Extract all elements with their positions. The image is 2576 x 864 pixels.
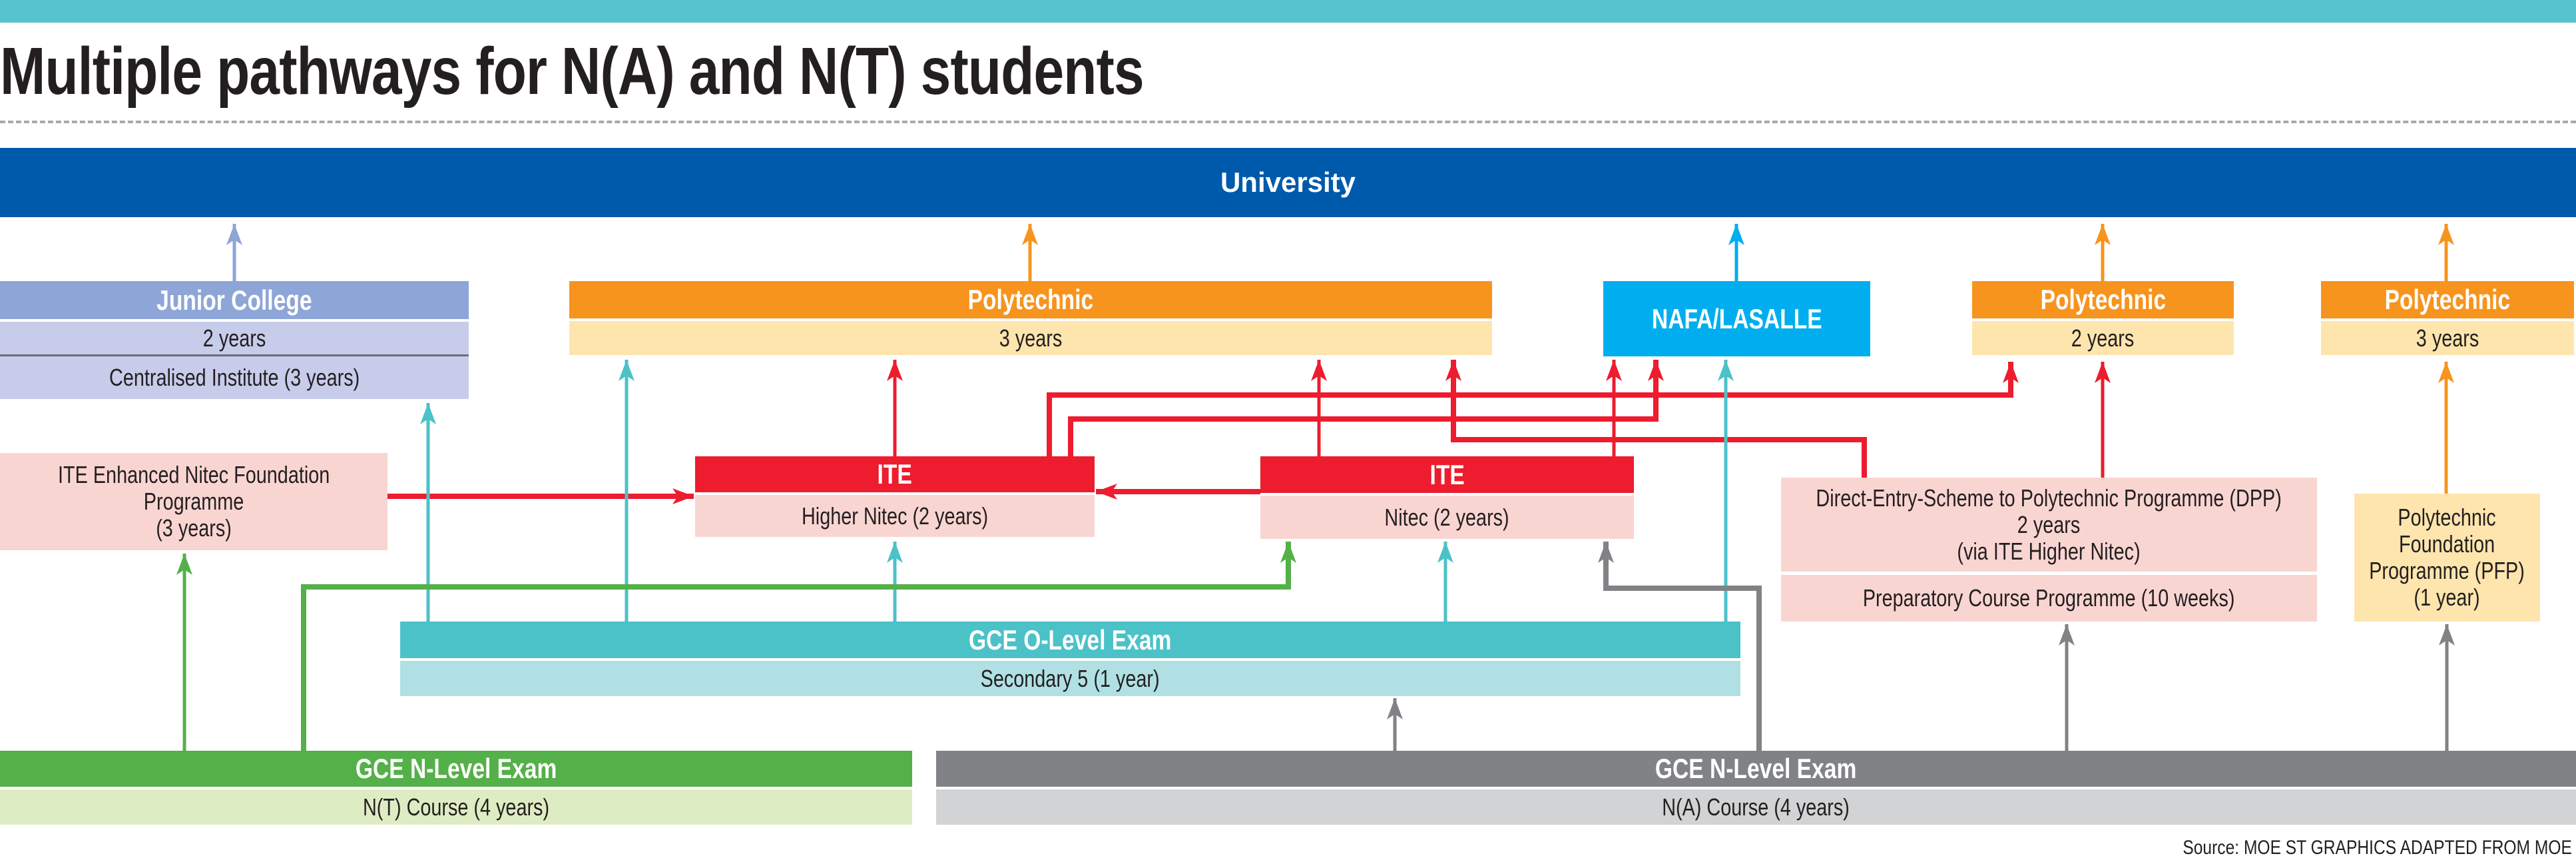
na-to-secondary5-arrowhead-icon [1387, 698, 1403, 719]
jc-to-university-arrowhead-icon [226, 224, 242, 245]
title-divider [0, 121, 2576, 123]
o-level-exam-header: GCE O-Level Exam [400, 622, 1740, 658]
ite-higher-nitec-title: ITE [877, 458, 913, 490]
secondary-5-box: Secondary 5 (1 year) [400, 661, 1740, 696]
pfp-box: Polytechnic Foundation Programme (PFP) (… [2354, 494, 2540, 622]
na-to-dpp-arrowhead-icon [2059, 624, 2075, 646]
ite-nitec-subtitle: Nitec (2 years) [1384, 503, 1510, 531]
preparatory-course-box: Preparatory Course Programme (10 weeks) [1781, 575, 2317, 622]
dpp-to-poly2-arrowhead-icon [2095, 362, 2111, 383]
nt-to-nitec-line [301, 542, 1291, 751]
dpp-to-poly-line [1451, 360, 1867, 478]
ite-enhanced-line-3: (3 years) [156, 514, 232, 542]
o-level-to-higher-nitec-arrowhead-icon [887, 542, 903, 563]
polytechnic-3yr-duration: 3 years [2321, 321, 2574, 355]
higher-nitec-to-poly2-line [1047, 362, 2013, 456]
ite-nitec-header: ITE [1260, 456, 1634, 493]
ite-enhanced-line-2: Programme [143, 488, 244, 515]
polytechnic-2yr-duration: 2 years [1972, 321, 2234, 355]
junior-college-duration: 2 years [0, 322, 469, 356]
source-credit: Source: MOE ST GRAPHICS ADAPTED FROM MOE [2183, 837, 2572, 859]
nitec-to-poly-arrowhead-icon [1311, 360, 1327, 381]
nitec-to-nafa-arrowhead-icon [1606, 360, 1622, 381]
preparatory-course-text: Preparatory Course Programme (10 weeks) [1863, 584, 2235, 612]
ite-higher-nitec-body: Higher Nitec (2 years) [695, 495, 1095, 537]
pfp-to-poly3-arrowhead-icon [2438, 362, 2454, 383]
nt-to-nitec-arrowhead-icon [1280, 542, 1296, 563]
higher-nitec-to-poly2-arrowhead-icon [2003, 362, 2019, 383]
ite-enhanced-nitec-box: ITE Enhanced Nitec Foundation Programme … [0, 453, 387, 550]
polytechnic-main-duration: 3 years [569, 321, 1492, 355]
o-level-to-jc-arrowhead-icon [420, 403, 436, 424]
nt-course-box: N(T) Course (4 years) [0, 789, 912, 825]
poly-main-to-university-arrowhead-icon [1022, 224, 1038, 245]
top-accent-bar [0, 0, 2576, 23]
nafa-lasalle-box: NAFA/LASALLE [1603, 281, 1870, 356]
na-to-nitec-line [1603, 542, 1762, 751]
polytechnic-2yr-header: Polytechnic [1972, 281, 2234, 318]
dpp-line-3: (via ITE Higher Nitec) [1957, 537, 2141, 565]
dpp-line-2: 2 years [2017, 510, 2081, 538]
centralised-institute: Centralised Institute (3 years) [0, 356, 469, 399]
n-level-nt-title: GCE N-Level Exam [355, 753, 557, 784]
polytechnic-main-title: Polytechnic [967, 284, 1094, 315]
na-to-pfp-arrowhead-icon [2439, 624, 2455, 646]
ite-enhanced-to-higher-nitec-arrowhead-icon [672, 488, 694, 504]
dpp-box: Direct-Entry-Scheme to Polytechnic Progr… [1781, 478, 2317, 572]
nafa-to-university-arrowhead-icon [1728, 224, 1744, 245]
junior-college-duration-text: 2 years [202, 324, 266, 352]
polytechnic-3yr-duration-text: 3 years [2416, 324, 2479, 352]
ite-higher-nitec-header: ITE [695, 456, 1095, 492]
o-level-to-poly-arrowhead-icon [619, 360, 635, 381]
na-to-nitec-arrowhead-icon [1598, 542, 1614, 563]
university-bar: University [0, 148, 2576, 217]
polytechnic-2yr-title: Polytechnic [2040, 284, 2166, 315]
polytechnic-3yr-title: Polytechnic [2384, 284, 2511, 315]
ite-enhanced-line-1: ITE Enhanced Nitec Foundation [57, 461, 330, 488]
page-title: Multiple pathways for N(A) and N(T) stud… [0, 34, 1145, 109]
centralised-institute-text: Centralised Institute (3 years) [109, 364, 360, 391]
o-level-exam-title: GCE O-Level Exam [969, 624, 1172, 655]
polytechnic-main-duration-text: 3 years [999, 324, 1063, 352]
dpp-to-poly-arrowhead-icon [1445, 360, 1461, 381]
pfp-line-2: Foundation [2399, 530, 2495, 558]
n-level-na-title: GCE N-Level Exam [1655, 753, 1857, 784]
n-level-na-header: GCE N-Level Exam [936, 751, 2576, 787]
ite-higher-nitec-subtitle: Higher Nitec (2 years) [801, 502, 989, 530]
university-label: University [1220, 167, 1356, 198]
polytechnic-main-header: Polytechnic [569, 281, 1492, 318]
secondary-5-text: Secondary 5 (1 year) [981, 664, 1160, 692]
polytechnic-3yr-header: Polytechnic [2321, 281, 2574, 318]
n-level-nt-header: GCE N-Level Exam [0, 751, 912, 787]
na-course-box: N(A) Course (4 years) [936, 789, 2576, 825]
poly3-to-university-arrowhead-icon [2438, 224, 2454, 245]
pfp-line-4: (1 year) [2414, 584, 2481, 611]
nafa-lasalle-label: NAFA/LASALLE [1651, 302, 1822, 334]
junior-college-title: Junior College [156, 284, 312, 316]
ite-nitec-title: ITE [1429, 458, 1465, 490]
pfp-line-3: Programme (PFP) [2369, 557, 2525, 584]
higher-nitec-to-nafa-line [1068, 360, 1659, 456]
nitec-to-higher-nitec-arrowhead-icon [1096, 484, 1117, 500]
polytechnic-2yr-duration-text: 2 years [2071, 324, 2135, 352]
poly2-to-university-arrowhead-icon [2095, 224, 2111, 245]
na-course-text: N(A) Course (4 years) [1662, 793, 1850, 821]
junior-college-header: Junior College [0, 281, 469, 319]
higher-nitec-to-nafa-arrowhead-icon [1648, 360, 1664, 381]
nt-course-text: N(T) Course (4 years) [362, 793, 550, 821]
dpp-line-1: Direct-Entry-Scheme to Polytechnic Progr… [1816, 484, 2282, 512]
higher-nitec-to-poly-arrowhead-icon [887, 360, 903, 381]
o-level-to-nafa-arrowhead-icon [1718, 360, 1734, 381]
ite-nitec-body: Nitec (2 years) [1260, 496, 1634, 539]
pfp-line-1: Polytechnic [2398, 504, 2497, 531]
nt-to-ite-enhanced-arrowhead-icon [176, 554, 192, 575]
o-level-to-nitec-arrowhead-icon [1437, 542, 1453, 563]
